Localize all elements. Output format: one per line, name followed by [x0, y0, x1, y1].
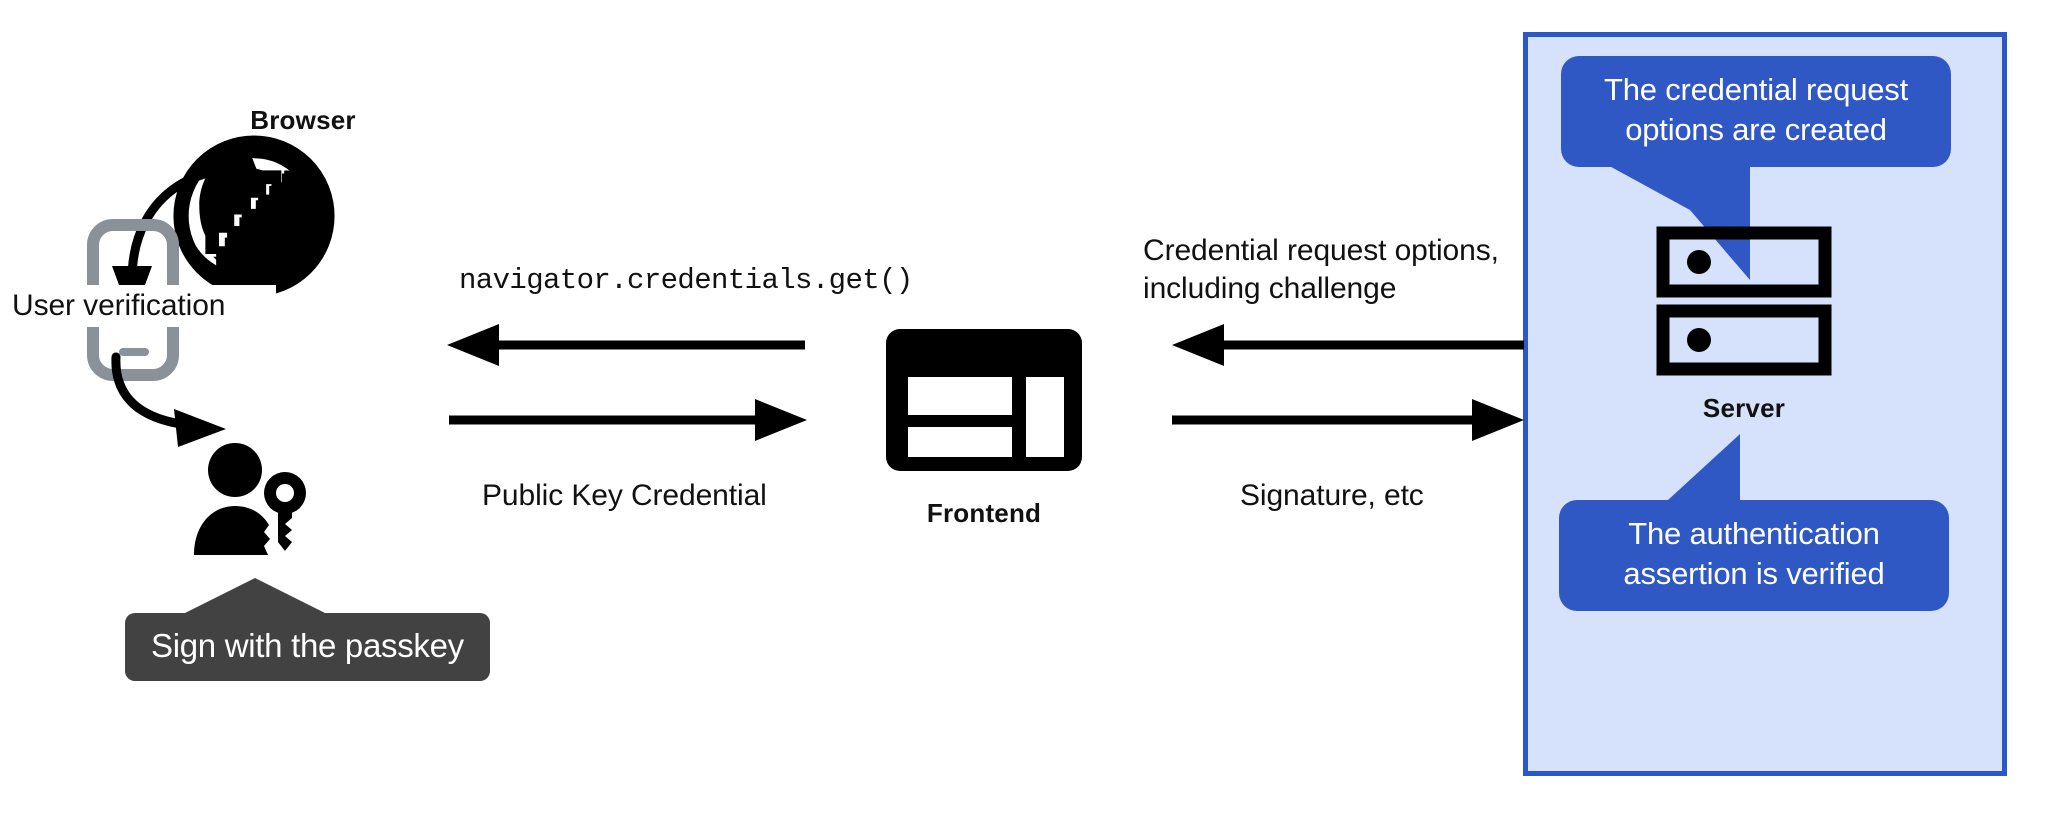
arrow-frontend-to-browser: [447, 324, 807, 366]
credential-request-options-label: Credential request options, including ch…: [1143, 234, 1499, 306]
web-layout-icon: [886, 329, 1082, 471]
server-top-callout: The credential request options are creat…: [1561, 56, 1951, 167]
arrow-frontend-to-server: [1172, 399, 1524, 441]
arrow-browser-to-frontend: [447, 399, 807, 441]
arrow-server-to-frontend: [1172, 324, 1524, 366]
server-top-callout-tail: [1570, 150, 1870, 310]
user-verification-label: User verification: [8, 285, 276, 328]
public-key-credential-label: Public Key Credential: [482, 479, 767, 512]
server-bottom-callout: The authentication assertion is verified: [1559, 500, 1949, 611]
browser-label: Browser: [250, 105, 356, 135]
server-racks-icon: [1656, 226, 1832, 376]
frontend-label: Frontend: [926, 498, 1042, 528]
person-with-key-icon: [192, 440, 322, 560]
device-to-user-arrow: [110, 352, 240, 447]
navigator-credentials-get-label: navigator.credentials.get(): [459, 264, 913, 297]
signature-etc-label: Signature, etc: [1240, 479, 1424, 512]
passkey-tooltip: Sign with the passkey: [125, 613, 490, 681]
server-label: Server: [1702, 393, 1786, 423]
